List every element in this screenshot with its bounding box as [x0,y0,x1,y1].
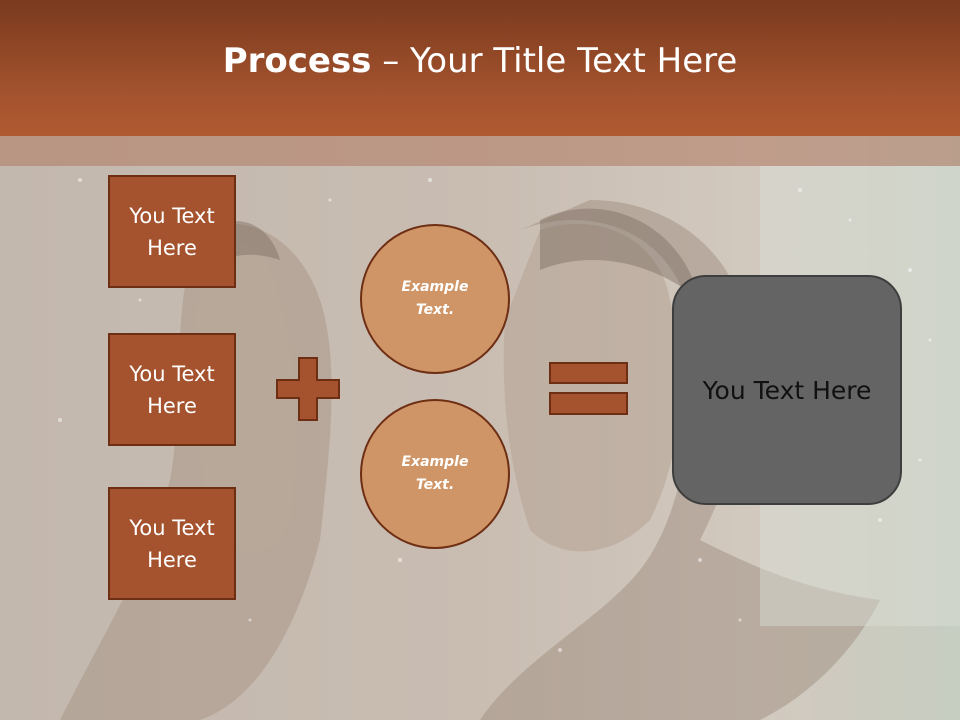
title-bold-part: Process [222,41,372,81]
example-circle-2: Example Text. [360,399,510,549]
equals-icon [549,362,628,415]
input-box-1: You Text Here [108,175,236,288]
result-box: You Text Here [672,275,902,505]
plus-icon [276,357,340,421]
title-rest-part: – Your Title Text Here [371,41,738,81]
input-box-2: You Text Here [108,333,236,446]
title-bar: Process – Your Title Text Here [0,0,960,136]
example-circle-1: Example Text. [360,224,510,374]
header-band [0,136,960,166]
input-box-3: You Text Here [108,487,236,600]
slide-title: Process – Your Title Text Here [223,41,738,81]
